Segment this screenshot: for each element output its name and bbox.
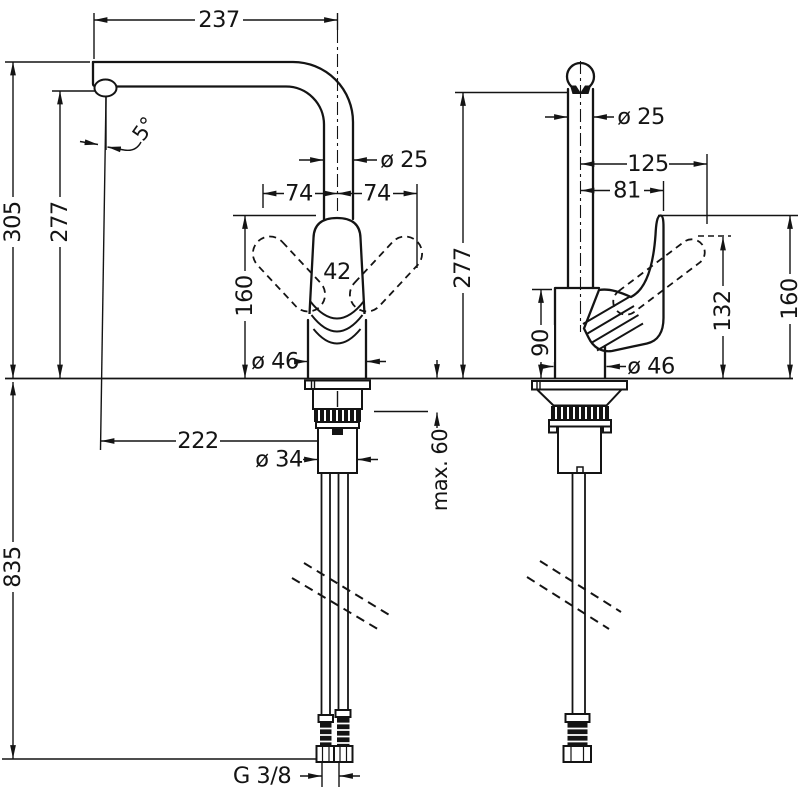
dim-label-pipe-dia-front: ø 25 <box>380 147 428 173</box>
dim-label-body-height: 90 <box>528 329 554 357</box>
front-view: 237 5° 305 277 74 74 42 ø 25 160 ø 46 ma… <box>0 7 452 789</box>
front-dimension-labels: 237 5° 305 277 74 74 42 ø 25 160 ø 46 ma… <box>0 7 452 789</box>
dim-label-thread-size: G 3/8 <box>233 763 291 789</box>
dim-label-base-dia-side: ø 46 <box>627 354 675 380</box>
dim-label-shank-dia: ø 34 <box>255 447 303 473</box>
dim-label-reach-below: 222 <box>177 428 218 454</box>
dim-label-handle-width: 42 <box>323 259 351 285</box>
dim-label-lever-raised-reach: 125 <box>627 151 668 177</box>
side-faucet-outline <box>526 61 706 763</box>
side-dimension-lines <box>455 91 798 379</box>
dim-label-height-spout-side: 277 <box>450 247 476 288</box>
handle-swung-left <box>252 235 326 313</box>
dim-label-swing-left: 74 <box>285 181 313 207</box>
dim-label-height-spout-front: 277 <box>47 201 73 242</box>
front-dimension-lines <box>2 13 440 787</box>
side-view: ø 25 125 81 277 90 132 160 ø 46 <box>450 61 800 763</box>
handle-side <box>582 214 665 353</box>
handle-raised-position <box>612 238 706 316</box>
dim-label-base-dia-front: ø 46 <box>251 349 299 375</box>
dim-label-spray-angle: 5° <box>128 113 161 146</box>
dim-label-lever-raised-height: 132 <box>710 290 736 331</box>
front-faucet-outline <box>91 60 423 763</box>
dim-label-swing-right: 74 <box>363 181 391 207</box>
dim-label-hose-length: 835 <box>0 546 26 587</box>
dim-label-pipe-dia-side: ø 25 <box>617 104 665 130</box>
dim-label-max-counter: max. 60 <box>428 429 452 511</box>
dim-label-handle-height-front: 160 <box>232 275 258 316</box>
handle-swung-right <box>349 235 423 313</box>
dim-label-spout-reach: 237 <box>198 7 239 33</box>
dim-label-height-overall: 305 <box>0 201 26 242</box>
dim-label-lever-reach: 81 <box>613 178 641 204</box>
dim-label-lever-height-side: 160 <box>777 278 800 319</box>
aerator <box>93 78 118 98</box>
side-dimension-labels: ø 25 125 81 277 90 132 160 ø 46 <box>450 104 800 380</box>
